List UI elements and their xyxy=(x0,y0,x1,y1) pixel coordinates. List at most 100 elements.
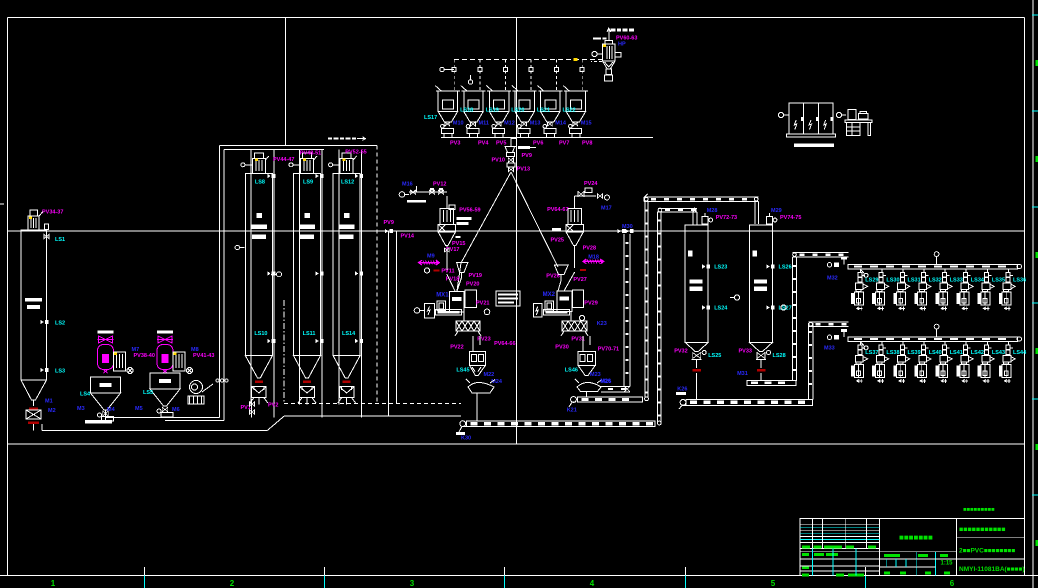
svg-text:M18: M18 xyxy=(588,255,599,261)
svg-text:PV33: PV33 xyxy=(739,349,752,355)
svg-text:K30: K30 xyxy=(461,436,471,442)
svg-text:LS19: LS19 xyxy=(486,107,499,113)
svg-text:LS30: LS30 xyxy=(886,278,899,284)
svg-text:2: 2 xyxy=(230,579,235,588)
svg-text:PV22: PV22 xyxy=(450,345,463,351)
svg-text:PV38-40: PV38-40 xyxy=(134,353,155,359)
svg-text:M5: M5 xyxy=(135,406,143,412)
svg-text:PV25: PV25 xyxy=(551,238,564,244)
svg-text:LS8: LS8 xyxy=(255,180,265,186)
svg-text:LS39: LS39 xyxy=(908,350,921,356)
svg-text:M12: M12 xyxy=(504,121,515,127)
svg-text:NMYI-11081BA(■■■■): NMYI-11081BA(■■■■) xyxy=(959,566,1025,573)
svg-text:PV64-66: PV64-66 xyxy=(494,341,515,347)
svg-text:PV34-37: PV34-37 xyxy=(42,210,63,216)
svg-text:■■■■■■■■■: ■■■■■■■■■ xyxy=(963,507,995,513)
svg-text:M22: M22 xyxy=(484,372,495,378)
svg-text:PV28: PV28 xyxy=(583,246,596,252)
svg-text:LS43: LS43 xyxy=(992,350,1005,356)
svg-text:PV6: PV6 xyxy=(533,141,543,147)
svg-text:■■■■■■■: ■■■■■■■ xyxy=(899,533,933,542)
svg-text:PV31: PV31 xyxy=(571,337,584,343)
svg-text:PV23: PV23 xyxy=(477,337,490,343)
svg-text:PV30: PV30 xyxy=(555,345,568,351)
svg-text:PV26: PV26 xyxy=(546,274,559,280)
svg-text:PV24: PV24 xyxy=(584,181,598,187)
svg-text:M17: M17 xyxy=(601,206,612,212)
svg-text:M8: M8 xyxy=(191,347,199,353)
svg-text:M29: M29 xyxy=(771,208,782,214)
svg-text:PV15: PV15 xyxy=(452,241,465,247)
svg-text:M11: M11 xyxy=(479,121,489,127)
svg-text:K23: K23 xyxy=(597,321,607,327)
svg-text:LS12: LS12 xyxy=(341,180,354,186)
svg-text:M4: M4 xyxy=(107,407,116,413)
svg-text:PV72-73: PV72-73 xyxy=(716,215,737,221)
svg-text:M15: M15 xyxy=(581,121,592,127)
svg-text:LS21: LS21 xyxy=(537,107,550,113)
svg-text:LS18: LS18 xyxy=(460,107,473,113)
svg-text:M14: M14 xyxy=(555,121,567,127)
svg-text:M26: M26 xyxy=(600,379,611,385)
svg-text:K21: K21 xyxy=(567,408,577,414)
svg-text:M25: M25 xyxy=(601,379,612,385)
svg-text:M28: M28 xyxy=(707,208,718,214)
svg-text:M9: M9 xyxy=(427,254,435,260)
svg-text:PV5: PV5 xyxy=(496,141,506,147)
svg-text:M31: M31 xyxy=(737,371,748,377)
svg-text:LS31: LS31 xyxy=(908,278,921,284)
svg-text:PV21: PV21 xyxy=(476,301,489,307)
svg-text:PV18: PV18 xyxy=(446,277,459,283)
svg-text:PV9: PV9 xyxy=(384,220,394,226)
svg-text:PV44-47: PV44-47 xyxy=(273,157,294,163)
svg-text:PV52-55: PV52-55 xyxy=(345,150,366,156)
svg-text:LS24: LS24 xyxy=(714,306,728,312)
svg-text:LS33: LS33 xyxy=(950,278,963,284)
svg-text:LS34: LS34 xyxy=(971,278,985,284)
svg-text:PV19: PV19 xyxy=(469,273,482,279)
svg-text:PV9: PV9 xyxy=(522,153,532,159)
svg-text:LS9: LS9 xyxy=(303,180,313,186)
svg-text:MX1: MX1 xyxy=(436,293,449,299)
svg-text:PV60-63: PV60-63 xyxy=(616,36,637,42)
svg-text:M33: M33 xyxy=(824,346,835,352)
svg-text:LS32: LS32 xyxy=(929,278,942,284)
svg-text:3: 3 xyxy=(410,579,415,588)
svg-text:LS5: LS5 xyxy=(143,390,153,396)
svg-text:PV20: PV20 xyxy=(466,282,479,288)
svg-text:PV2: PV2 xyxy=(268,403,278,409)
svg-text:LS10: LS10 xyxy=(254,331,267,337)
svg-text:LS44: LS44 xyxy=(1013,350,1027,356)
svg-text:M24: M24 xyxy=(491,379,503,385)
svg-text:1: 1 xyxy=(51,579,56,588)
svg-text:LS29: LS29 xyxy=(865,278,878,284)
svg-text:LS20: LS20 xyxy=(511,107,524,113)
svg-text:PV1: PV1 xyxy=(241,405,251,411)
svg-text:M32: M32 xyxy=(827,276,838,282)
svg-text:1:15: 1:15 xyxy=(941,561,954,567)
svg-text:M10: M10 xyxy=(453,121,464,127)
svg-text:PV13: PV13 xyxy=(517,167,530,173)
svg-text:PV74-75: PV74-75 xyxy=(780,215,801,221)
svg-text:PV48-51: PV48-51 xyxy=(300,151,321,157)
svg-text:LS37: LS37 xyxy=(865,350,878,356)
svg-text:K26: K26 xyxy=(677,387,687,393)
svg-text:M13: M13 xyxy=(530,121,541,127)
svg-text:PV32: PV32 xyxy=(674,349,687,355)
svg-text:PV11: PV11 xyxy=(441,269,454,275)
svg-text:PV7: PV7 xyxy=(559,141,569,147)
svg-text:LS38: LS38 xyxy=(886,350,899,356)
svg-text:M7: M7 xyxy=(132,347,140,353)
svg-text:LS25: LS25 xyxy=(708,353,721,359)
svg-text:PV27: PV27 xyxy=(573,277,586,283)
svg-text:6: 6 xyxy=(950,579,955,588)
svg-text:LS46: LS46 xyxy=(565,368,578,374)
svg-text:M16: M16 xyxy=(402,182,413,188)
svg-text:5: 5 xyxy=(771,579,776,588)
svg-text:LS14: LS14 xyxy=(342,331,356,337)
svg-text:PV8: PV8 xyxy=(582,141,592,147)
svg-text:PV56-59: PV56-59 xyxy=(459,208,480,214)
svg-text:LS11: LS11 xyxy=(303,331,316,337)
svg-text:PV64-67: PV64-67 xyxy=(547,207,568,213)
svg-text:PV12: PV12 xyxy=(433,182,446,188)
